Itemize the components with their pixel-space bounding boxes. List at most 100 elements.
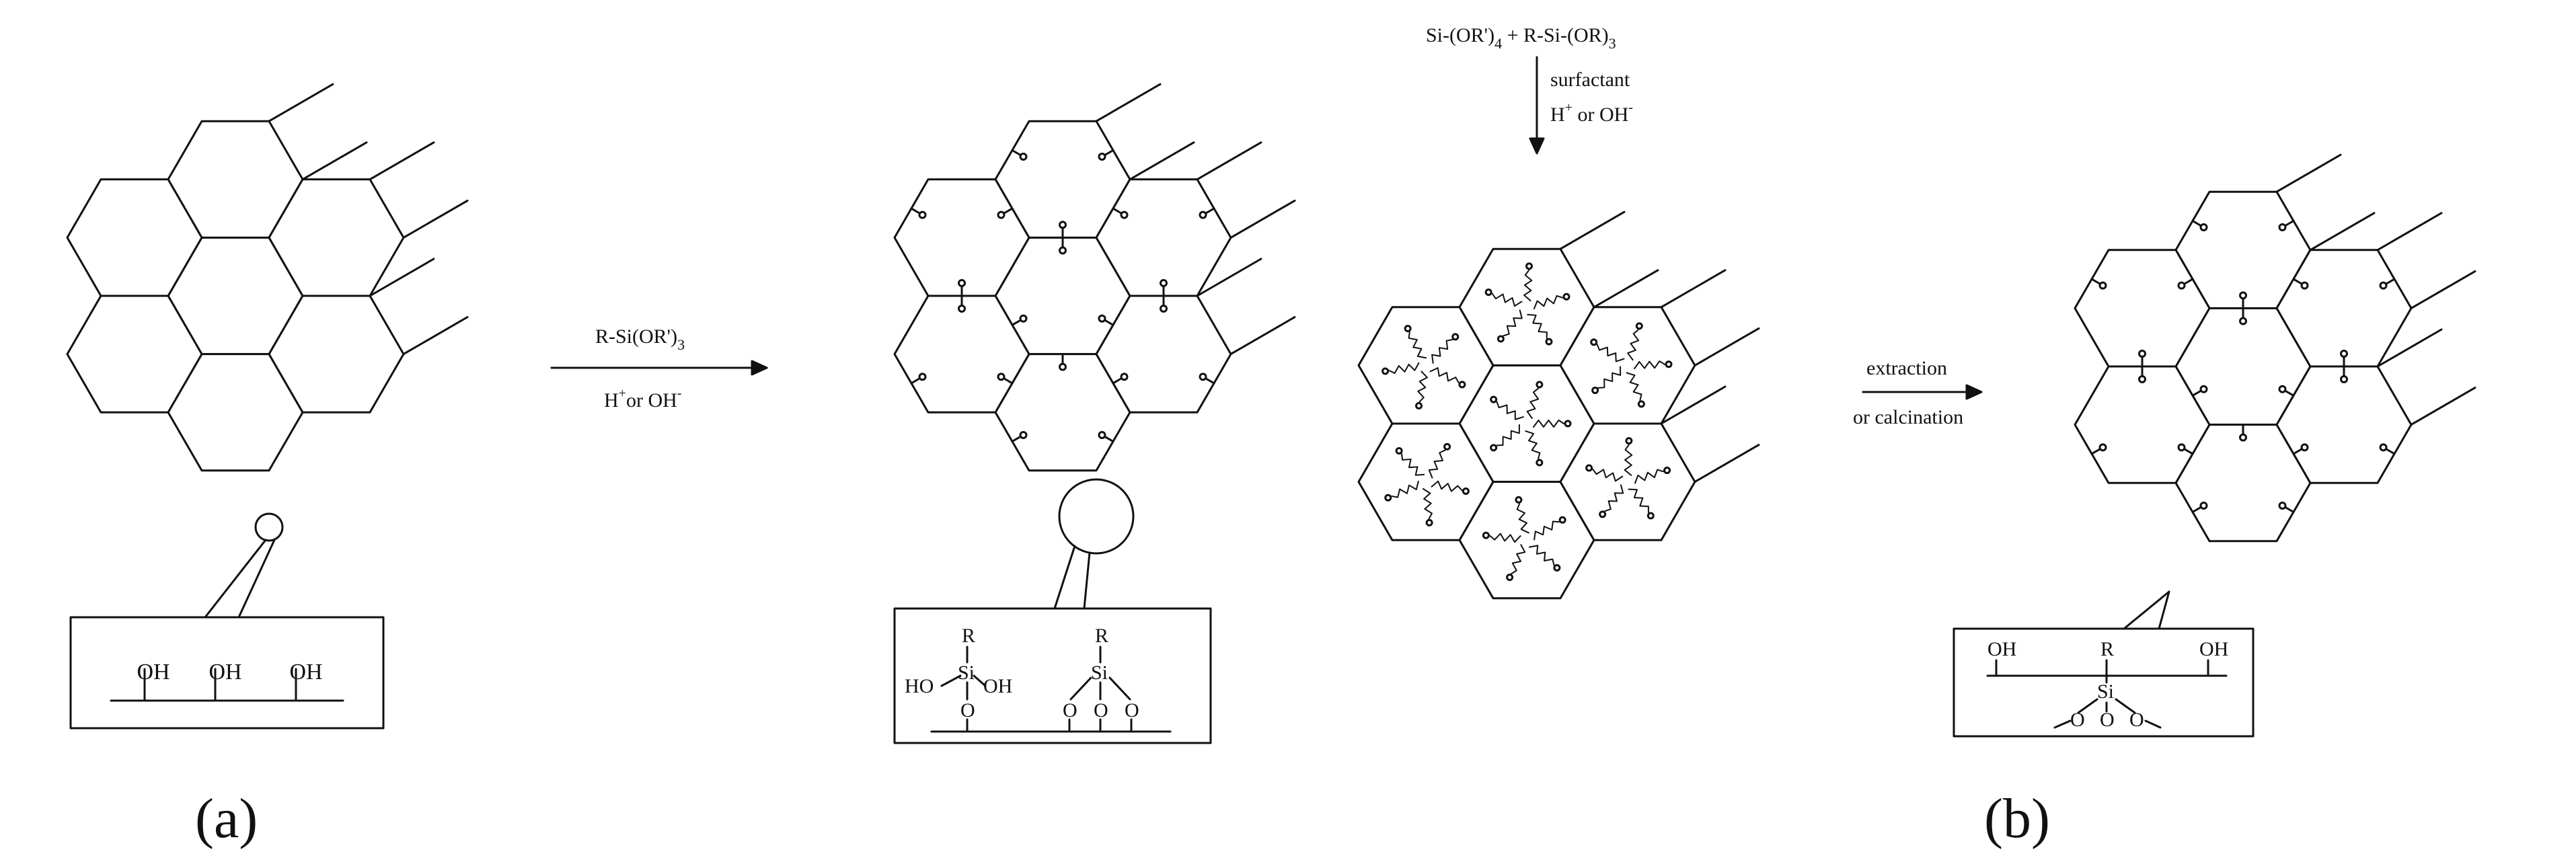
channel-line: [1559, 210, 1626, 250]
surfactant-head: [1384, 494, 1392, 502]
panel-label-b: (b): [1984, 787, 2050, 850]
surfactant-head: [1525, 262, 1533, 270]
functional-group-head: [2199, 223, 2208, 232]
surfactant-head: [1404, 325, 1412, 333]
surfactant-micelle: [1596, 344, 1625, 362]
callout-line-right: [1083, 551, 1091, 610]
calcination-label: or calcination: [1853, 406, 1963, 428]
surfactant-micelle: [1523, 269, 1533, 302]
pore-hexagon: [2074, 365, 2211, 484]
surfactant-head: [1590, 338, 1598, 346]
mesoporous-silica-honeycomb: [66, 83, 469, 472]
functional-group-head: [1120, 373, 1129, 381]
functional-group-head: [1019, 430, 1028, 439]
surfactant-micelle: [1431, 480, 1463, 492]
functional-group-head: [2300, 281, 2309, 290]
functional-group-head: [958, 278, 966, 287]
inset-cocondensed-box: [1953, 627, 2255, 738]
surfactant-micelle: [1533, 420, 1564, 428]
si-label: Si: [1091, 662, 1108, 684]
channel-line: [2376, 328, 2443, 368]
channel-line: [1196, 141, 1262, 181]
functional-group-head: [2199, 385, 2208, 393]
arrow-head: [751, 360, 768, 376]
surfactant-head: [1562, 292, 1570, 301]
pore-hexagon: [268, 295, 405, 414]
cocondensed-silica-honeycomb: [2074, 153, 2476, 543]
channel-line: [1694, 444, 1760, 483]
channel-line: [1660, 269, 1727, 309]
channel-line: [1229, 316, 1296, 356]
arrow-head: [1965, 384, 1983, 400]
surfactant-micelle: [1533, 520, 1560, 541]
functional-group-head: [2340, 349, 2348, 358]
surfactant-head: [1545, 338, 1553, 346]
inset-cocondensed-callout: OH OH R Si O O O: [1953, 590, 2255, 738]
callout-line-left: [204, 539, 267, 619]
surfactant-micelle: [1408, 331, 1427, 359]
surfactant-head: [1591, 387, 1599, 395]
channel-line: [1196, 258, 1262, 297]
channel-line: [1593, 269, 1659, 309]
functional-group-head: [2098, 443, 2107, 452]
surfactant-micelle: [1533, 295, 1564, 310]
functional-group-head: [2138, 375, 2146, 384]
pore-hexagon: [1559, 422, 1696, 541]
functional-group-head: [1160, 278, 1168, 287]
si-oh-bond: [973, 674, 987, 687]
cocondensation-precursors: Si-(OR')4 + R-Si-(OR)3: [1426, 24, 1616, 52]
surfactant-head: [1395, 446, 1403, 455]
oxygen-label: O: [960, 699, 975, 721]
si-label: Si: [958, 662, 975, 684]
surfactant-micelle: [1391, 480, 1419, 498]
oxygen-label: O: [1094, 699, 1108, 721]
callout-line-right: [2158, 590, 2170, 630]
functional-group-head: [2177, 281, 2186, 290]
channel-line: [2376, 212, 2443, 251]
panel-label-a: (a): [195, 787, 258, 850]
channel-line: [1129, 141, 1195, 181]
surfactant-head: [1663, 467, 1671, 475]
pore-hexagon: [2275, 365, 2413, 484]
templated-silica-honeycomb: [1357, 210, 1760, 600]
si-o-bond: [2115, 698, 2136, 714]
functional-group-head: [1059, 362, 1067, 371]
functional-group-head: [1059, 221, 1067, 229]
channel-line: [369, 141, 435, 181]
functional-group-head: [1098, 153, 1106, 161]
si-label: Si: [2097, 680, 2114, 703]
surfactant-head: [1490, 444, 1498, 452]
si-o-bond: [1069, 676, 1092, 701]
surfactant-micelle: [1527, 313, 1548, 340]
surfactant-micelle: [1429, 367, 1460, 384]
functional-group-head: [2239, 317, 2247, 325]
surfactant-head: [1585, 464, 1593, 472]
surfactant-micelle: [1428, 449, 1446, 479]
silanol-label: OH: [137, 660, 169, 684]
callout-line-left: [2123, 590, 2170, 630]
functional-group-head: [2239, 433, 2247, 442]
surfactant-head: [1599, 510, 1607, 518]
surfactant-micelle: [1628, 488, 1649, 514]
functional-group-head: [958, 305, 966, 313]
channel-line: [1229, 199, 1296, 239]
surfactant-head: [1637, 400, 1645, 408]
inset-silanol-callout: OH OH OH: [69, 512, 385, 730]
functional-group-head: [918, 373, 927, 381]
surfactant-head: [1515, 496, 1523, 504]
surfactant-head: [1458, 381, 1466, 389]
surfactant-micelle: [1491, 292, 1523, 307]
surfactant-head: [1497, 335, 1505, 343]
surfactant-head: [1451, 333, 1460, 341]
surfactant-head: [1482, 531, 1490, 539]
surfactant-micelle: [1496, 401, 1524, 420]
grafting-condition: H+or OH-: [604, 386, 681, 412]
surfactant-micelle: [1489, 533, 1521, 543]
surfactant-head: [1381, 367, 1390, 375]
grafting-reagent: R-Si(OR')3: [595, 325, 685, 353]
si-oh-bond: [940, 674, 962, 687]
functional-group-head: [1098, 430, 1106, 439]
grafting-arrow: R-Si(OR')3 H+or OH-: [550, 325, 768, 412]
functional-group-head: [2177, 443, 2186, 452]
